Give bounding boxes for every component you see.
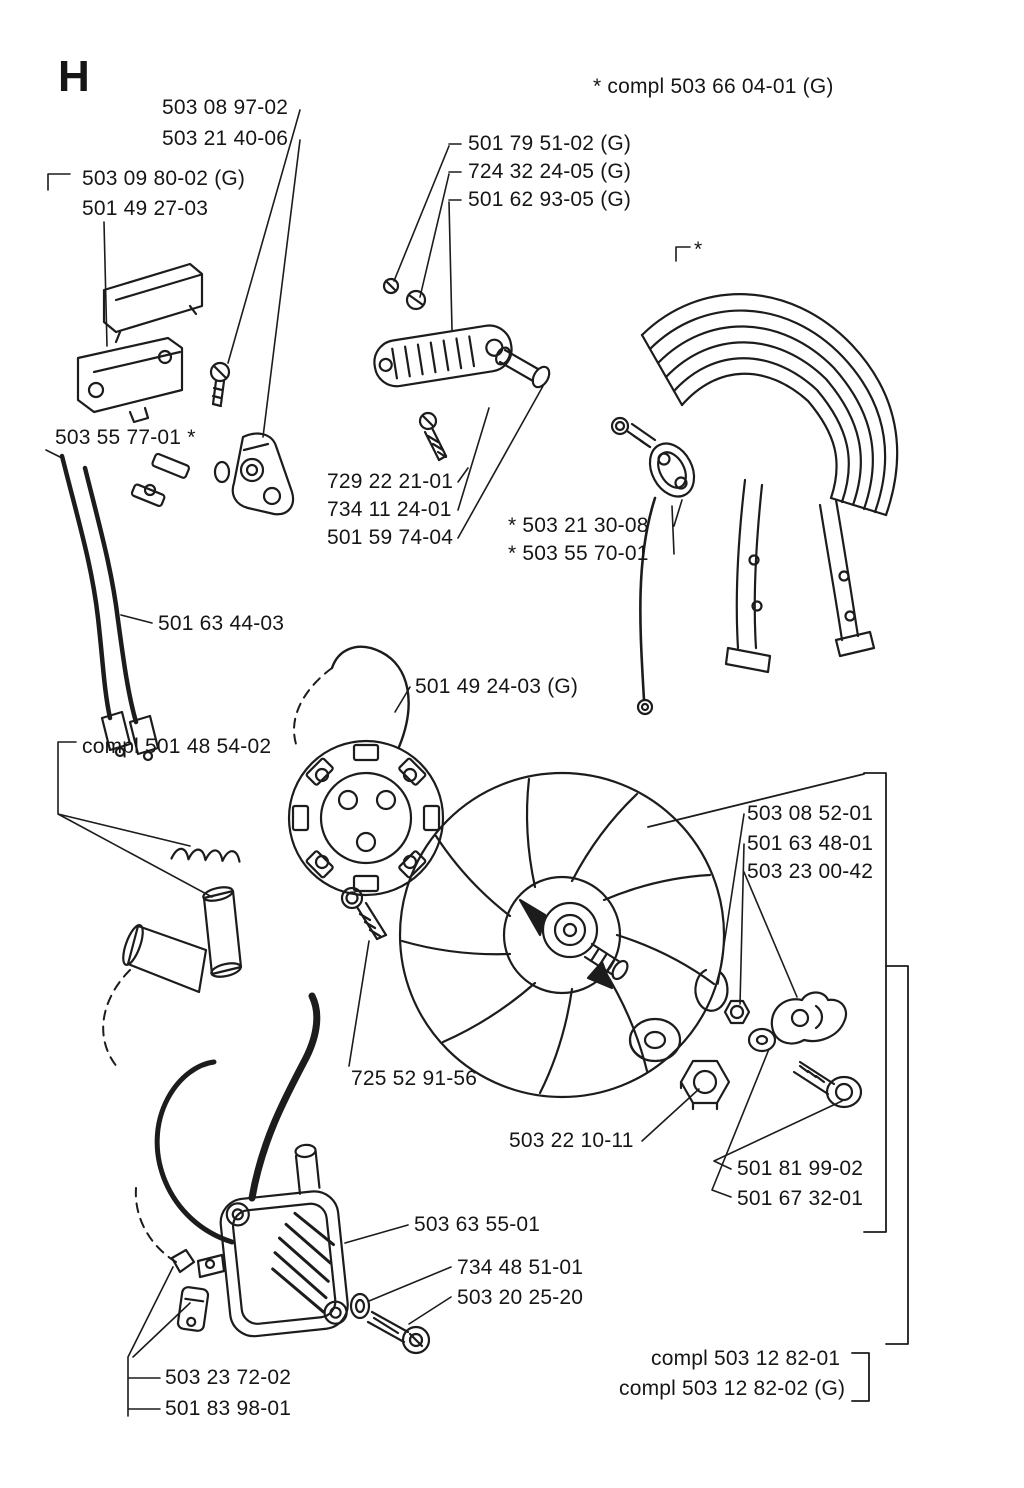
module-screws-drawing <box>349 1292 431 1355</box>
part-label-503-08-97-02: 503 08 97-02 <box>162 96 289 119</box>
part-label-734-48-51-01: 734 48 51-01 <box>457 1256 584 1279</box>
part-label-501-49-27-03: 501 49 27-03 <box>82 197 209 220</box>
part-label-734-11-24-01: 734 11 24-01 <box>327 498 452 521</box>
part-label-503-55-77-01: 503 55 77-01 * <box>55 426 196 449</box>
part-label-503-23-00-42: 503 23 00-42 <box>747 860 874 883</box>
part-label-501-63-44-03: 501 63 44-03 <box>158 612 285 635</box>
reference-brackets <box>647 772 909 1402</box>
spring-drawing <box>170 847 241 863</box>
part-label-501-63-48-01: 501 63 48-01 <box>747 832 874 855</box>
washers-nut-drawing <box>628 968 777 1111</box>
part-label-503-09-80-02: 503 09 80-02 (G) <box>82 167 246 190</box>
part-label-503-63-55-01: 503 63 55-01 <box>414 1213 541 1236</box>
mounting-clip-drawing <box>102 262 204 344</box>
part-label-503-08-52-01: 503 08 52-01 <box>747 802 874 825</box>
guard-wire-drawing <box>610 416 696 716</box>
leader-lines <box>45 109 843 1417</box>
dashed-harness-drawing <box>102 667 333 1263</box>
part-label-501-49-24-03: 501 49 24-03 (G) <box>415 675 579 698</box>
mounting-bracket-drawing <box>76 336 184 424</box>
part-label-503-21-30-08: * 503 21 30-08 <box>508 514 649 537</box>
part-label-compl-503-12-82-02: compl 503 12 82-02 (G) <box>619 1377 846 1400</box>
part-label-compl-503-12-82-01: compl 503 12 82-01 <box>651 1347 841 1370</box>
part-label-501-83-98-01: 501 83 98-01 <box>165 1397 292 1420</box>
pawl-bolt-drawing <box>792 1060 863 1109</box>
part-label-501-79-51-02: 501 79 51-02 (G) <box>468 132 632 155</box>
small-screw-drawing <box>209 361 231 408</box>
part-label-503-22-10-11: 503 22 10-11 <box>509 1129 634 1152</box>
cone-terminal-drawing <box>122 924 208 994</box>
part-label-724-32-24-05: 724 32 24-05 (G) <box>468 160 632 183</box>
part-label-501-67-32-01: 501 67 32-01 <box>737 1187 864 1210</box>
part-label-503-23-72-02: 503 23 72-02 <box>165 1366 292 1389</box>
baffle-plate-drawing <box>373 277 551 462</box>
stator-bolt-drawing <box>340 886 388 941</box>
part-label-501-62-93-05: 501 62 93-05 (G) <box>468 188 632 211</box>
part-label-503-20-25-20: 503 20 25-20 <box>457 1286 584 1309</box>
part-label-501-59-74-04: 501 59 74-04 <box>327 526 454 549</box>
part-label-729-22-21-01: 729 22 21-01 <box>327 470 454 493</box>
flywheel-drawing <box>398 771 726 1099</box>
part-label-503-55-70-01: * 503 55 70-01 <box>508 542 649 565</box>
handguard-drawing <box>640 293 899 674</box>
tensioner-piece-drawing <box>213 432 295 516</box>
cylinder-drawing <box>202 886 243 978</box>
part-label-compl-503-66-04-01: * compl 503 66 04-01 (G) <box>593 75 834 98</box>
section-letter: H <box>58 52 90 101</box>
handguard-asterisk: * <box>694 238 703 261</box>
starter-pawl-drawing <box>770 991 848 1045</box>
spark-plug-wires-drawing <box>59 452 191 762</box>
part-label-503-21-40-06: 503 21 40-06 <box>162 127 289 150</box>
part-label-725-52-91-56: 725 52 91-56 <box>351 1067 478 1090</box>
part-label-501-81-99-02: 501 81 99-02 <box>737 1157 864 1180</box>
part-label-compl-501-48-54-02: compl 501 48 54-02 <box>82 735 272 758</box>
ignition-module-drawing <box>154 992 349 1338</box>
